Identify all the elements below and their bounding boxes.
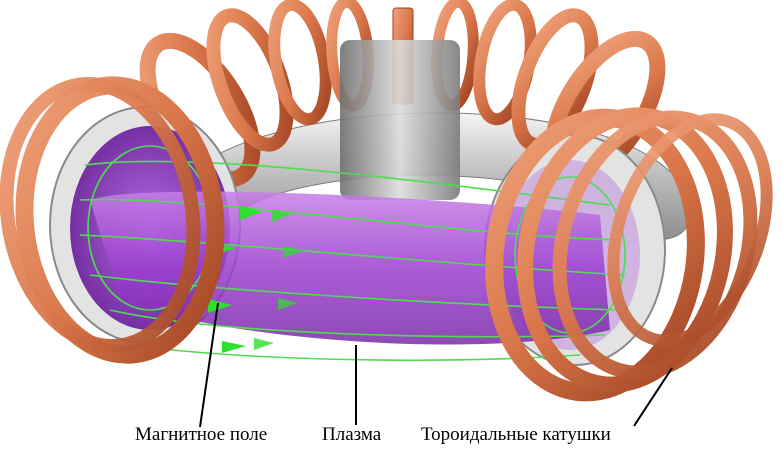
label-magnetic-field: Магнитное поле xyxy=(135,424,267,446)
label-toroidal-coils: Тороидальные катушки xyxy=(421,424,611,446)
field-arrow xyxy=(222,341,246,353)
central-column xyxy=(340,40,460,200)
field-arrow xyxy=(254,338,274,350)
label-plasma: Плазма xyxy=(322,424,381,446)
